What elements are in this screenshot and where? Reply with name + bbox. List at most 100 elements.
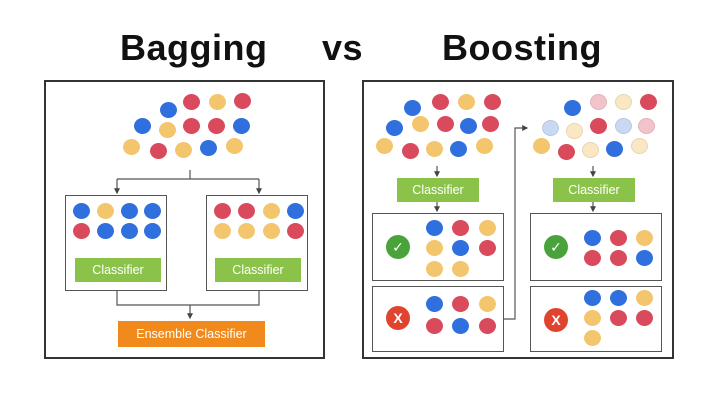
bagging-sample-2-dot: [286, 203, 304, 219]
boosting-result-1-wrong-dot: [425, 318, 443, 334]
boosting-dataset-2-dot: [639, 94, 657, 110]
boosting-dataset-1-dot: [411, 116, 429, 132]
x-circle-icon: X: [544, 308, 568, 332]
boosting-result-1-correct-dot: [451, 220, 469, 236]
boost-feedback-arrow: [504, 125, 529, 320]
boosting-result-2-correct-dot: [583, 230, 601, 246]
boosting-dataset-1-dot: [375, 138, 393, 154]
boosting-result-2-wrong-dot: [583, 290, 601, 306]
bagging-sample-1-dot: [120, 223, 138, 239]
boosting-result-1-correct-dot: [425, 261, 443, 277]
boosting-dataset-2-dot: [532, 138, 550, 154]
boosting-result-1-wrong-dot: [451, 296, 469, 312]
vs-title: vs: [322, 27, 364, 68]
boosting-dataset-2-dot: [565, 123, 583, 139]
boosting-result-1-wrong-dot: [451, 318, 469, 334]
bagging-sample-2-dot: [237, 203, 255, 219]
bagging-dataset-dot: [149, 143, 167, 159]
boosting-dataset-1-dot: [475, 138, 493, 154]
bagging-classifier-2: Classifier: [215, 258, 301, 282]
bagging-dataset-dot: [182, 94, 200, 110]
boosting-classifier-2: Classifier: [553, 178, 635, 202]
bagging-dataset-dot: [225, 138, 243, 154]
x-circle-icon: X: [386, 306, 410, 330]
boosting-classifier-1: Classifier: [397, 178, 479, 202]
boosting-result-1-wrong-dot: [478, 318, 496, 334]
boosting-dataset-1-dot: [436, 116, 454, 132]
boosting-dataset-1-dot: [425, 141, 443, 157]
bagging-sample-2-dot: [237, 223, 255, 239]
boosting-dataset-1-dot: [449, 141, 467, 157]
bagging-dataset-dot: [199, 140, 217, 156]
boosting-result-2-correct-dot: [609, 250, 627, 266]
bagging-dataset-dot: [233, 93, 251, 109]
boosting-result-1-correct-dot: [451, 261, 469, 277]
bagging-classifier-1: Classifier: [75, 258, 161, 282]
bagging-dataset-dot: [158, 122, 176, 138]
boosting-dataset-1-dot: [457, 94, 475, 110]
boosting-dataset-2-dot: [589, 94, 607, 110]
boosting-dataset-2-dot: [589, 118, 607, 134]
boosting-dataset-1-dot: [401, 143, 419, 159]
bagging-sample-1-dot: [72, 223, 90, 239]
boosting-dataset-2-dot: [581, 142, 599, 158]
boosting-result-1-correct-dot: [425, 220, 443, 236]
bagging-sample-2-dot: [286, 223, 304, 239]
boosting-result-2-wrong-dot: [635, 310, 653, 326]
boosting-dataset-1-dot: [431, 94, 449, 110]
bagging-sample-2-dot: [213, 203, 231, 219]
boosting-result-1-correct-dot: [425, 240, 443, 256]
bagging-dataset-dot: [208, 94, 226, 110]
boosting-result-2-correct-dot: [583, 250, 601, 266]
boosting-dataset-2-dot: [630, 138, 648, 154]
bagging-dataset-dot: [207, 118, 225, 134]
boosting-result-1-wrong-dot: [478, 296, 496, 312]
boosting-dataset-2-dot: [637, 118, 655, 134]
boosting-result-1-correct-dot: [451, 240, 469, 256]
boosting-result-2-correct-dot: [635, 230, 653, 246]
bagging-title: Bagging: [120, 27, 268, 68]
boosting-dataset-1-dot: [483, 94, 501, 110]
bagging-dataset-dot: [182, 118, 200, 134]
boosting-result-1-correct-dot: [478, 240, 496, 256]
bagging-dataset-dot: [174, 142, 192, 158]
boosting-result-2-correct-dot: [609, 230, 627, 246]
boosting-result-2-correct-dot: [635, 250, 653, 266]
boosting-dataset-2-dot: [614, 94, 632, 110]
boosting-result-2-wrong-dot: [609, 310, 627, 326]
boosting-title: Boosting: [442, 27, 602, 68]
boosting-result-2-wrong-dot: [635, 290, 653, 306]
check-circle-icon: ✓: [386, 235, 410, 259]
boosting-dataset-2-dot: [605, 141, 623, 157]
bagging-split-line: [117, 170, 259, 180]
boosting-dataset-1-dot: [403, 100, 421, 116]
bagging-dataset-dot: [232, 118, 250, 134]
bagging-sample-1-dot: [143, 223, 161, 239]
bagging-sample-1-dot: [143, 203, 161, 219]
boosting-dataset-2-dot: [563, 100, 581, 116]
boosting-result-2-wrong-dot: [583, 310, 601, 326]
boosting-dataset-2-dot: [614, 118, 632, 134]
check-circle-icon: ✓: [544, 235, 568, 259]
bagging-sample-2-dot: [262, 203, 280, 219]
bagging-sample-1-dot: [96, 203, 114, 219]
bagging-sample-1-dot: [72, 203, 90, 219]
bagging-dataset-dot: [122, 139, 140, 155]
bagging-dataset-dot: [133, 118, 151, 134]
bagging-sample-1-dot: [120, 203, 138, 219]
bagging-sample-1-dot: [96, 223, 114, 239]
boosting-result-1-correct-dot: [478, 220, 496, 236]
bagging-merge-line: [116, 291, 260, 306]
boosting-dataset-1-dot: [481, 116, 499, 132]
boosting-result-1-wrong-dot: [425, 296, 443, 312]
bagging-sample-2-dot: [262, 223, 280, 239]
bagging-dataset-dot: [159, 102, 177, 118]
bagging-sample-2-dot: [213, 223, 231, 239]
boosting-result-2-wrong-dot: [609, 290, 627, 306]
boosting-dataset-1-dot: [459, 118, 477, 134]
boosting-dataset-2-dot: [541, 120, 559, 136]
ensemble-classifier: Ensemble Classifier: [118, 321, 265, 347]
boosting-dataset-1-dot: [385, 120, 403, 136]
boosting-result-2-wrong-dot: [583, 330, 601, 346]
